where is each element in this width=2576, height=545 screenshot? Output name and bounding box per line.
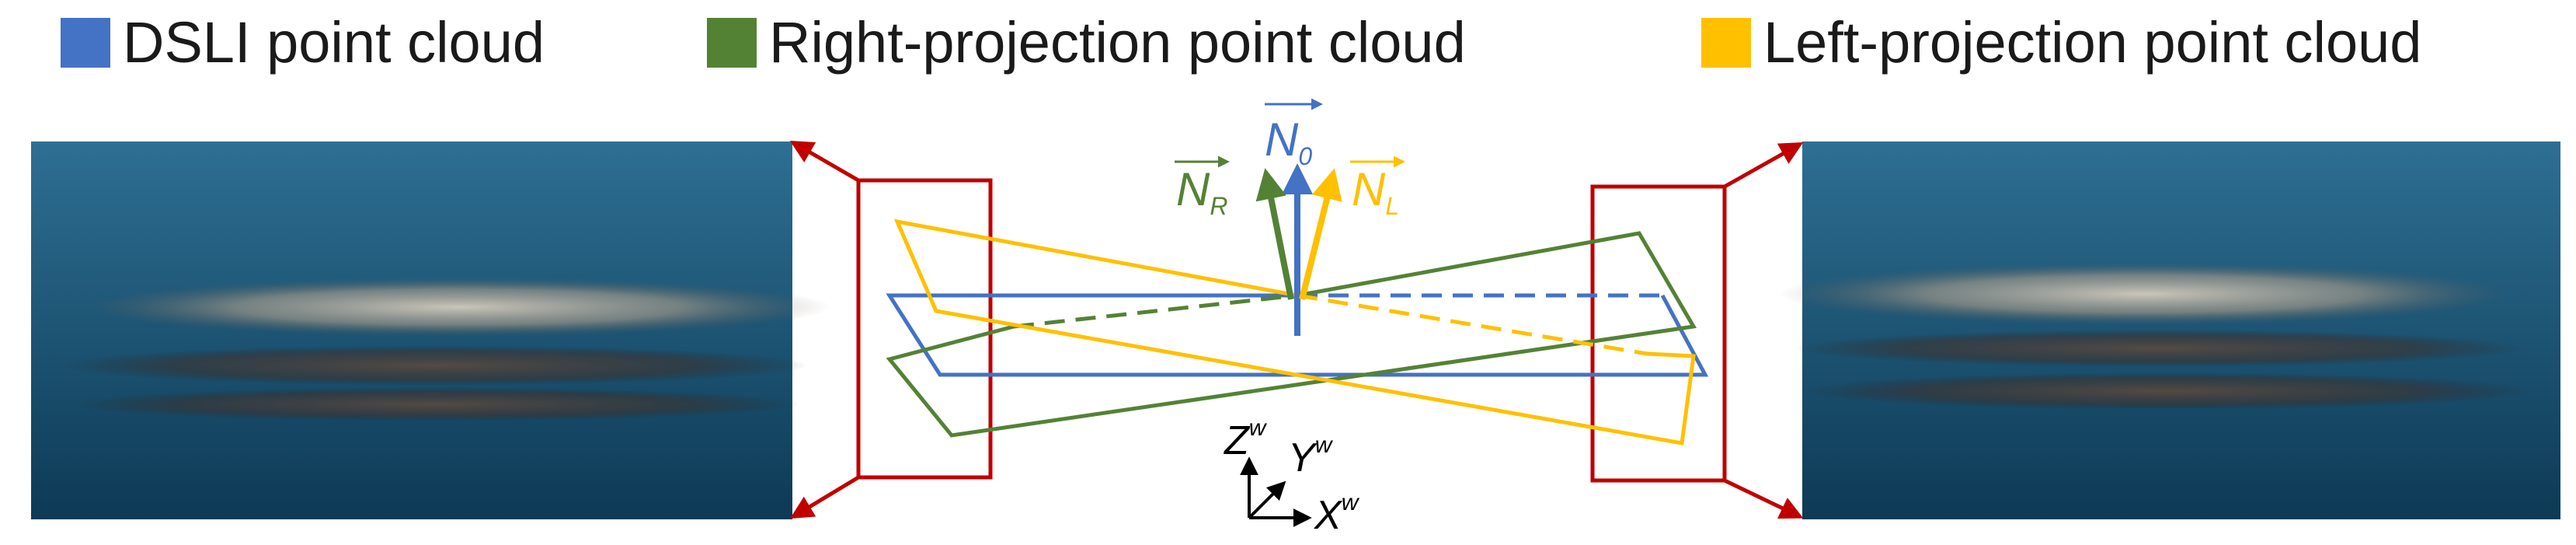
vector-label-n0: N0	[1265, 98, 1323, 170]
left-projection-plane-dashed-edge	[1297, 293, 1648, 356]
legend: DSLI point cloud Right-projection point …	[0, 0, 2576, 109]
right-top-connector-arrow	[1723, 142, 1804, 189]
nr-label: NR	[1176, 163, 1227, 220]
legend-item-dsli: DSLI point cloud	[61, 14, 545, 72]
right-cloud-layer-3	[1802, 372, 2532, 410]
right-highlight-box	[1590, 184, 1727, 483]
legend-label-left-projection: Left-projection point cloud	[1763, 10, 2422, 75]
axis-z-label: Zw	[1223, 415, 1268, 463]
dsli-plane-solid-edges	[886, 293, 1709, 377]
legend-item-left-projection: Left-projection point cloud	[1701, 14, 2421, 72]
left-projection-plane-solid-edges	[893, 218, 1696, 445]
vector-label-nl: NL	[1350, 155, 1405, 220]
left-projection-plane	[893, 218, 1696, 445]
legend-item-right-projection: Right-projection point cloud	[707, 14, 1466, 72]
right-projection-plane-solid-edges	[886, 231, 1697, 438]
legend-swatch-left-projection	[1701, 18, 1751, 68]
left-cloud-layer-3	[70, 387, 800, 421]
normal-vector-nl	[1299, 168, 1342, 300]
left-cloud-layer-1	[85, 278, 831, 337]
legend-swatch-dsli	[61, 18, 110, 68]
axis-x-label: Xw	[1314, 490, 1360, 538]
normal-vector-nr	[1255, 168, 1294, 300]
n0-label: N0	[1265, 114, 1312, 170]
legend-label-dsli: DSLI point cloud	[123, 10, 545, 75]
right-projection-plane	[886, 231, 1697, 438]
legend-label-right-projection: Right-projection point cloud	[769, 10, 1466, 75]
legend-swatch-right-projection	[707, 18, 757, 68]
left-cloud-layer-2	[62, 345, 808, 386]
right-cloud-layer-2	[1794, 330, 2525, 367]
nl-label: NL	[1352, 163, 1399, 220]
axis-y-label: Yw	[1288, 432, 1334, 480]
left-point-cloud-panel	[31, 141, 831, 519]
right-cloud-layer-1	[1779, 263, 2509, 325]
right-projection-plane-dashed-edge	[1013, 293, 1298, 329]
dsli-plane	[886, 293, 1709, 377]
axis-y-arrow	[1248, 480, 1286, 519]
left-highlight-box	[856, 178, 993, 480]
left-bottom-connector-arrow	[789, 475, 860, 519]
left-top-connector-arrow	[789, 140, 860, 183]
vector-label-nr: NR	[1175, 155, 1230, 220]
world-axes	[1240, 456, 1312, 527]
right-bottom-connector-arrow	[1723, 478, 1804, 519]
right-point-cloud-panel	[1779, 141, 2560, 519]
